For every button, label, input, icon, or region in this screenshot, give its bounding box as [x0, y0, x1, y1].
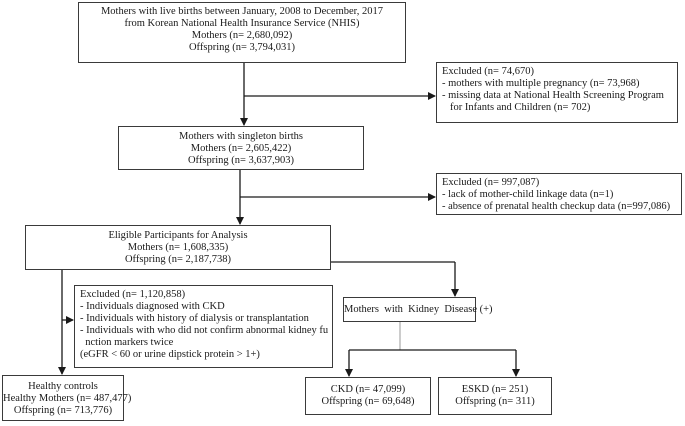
exclusion-3-line: (eGFR < 60 or urine dipstick protein > 1… [80, 349, 260, 360]
ckd-box: CKD (n= 47,099) Offspring (n= 69,648) [305, 377, 431, 415]
exclusion-2-line: - absence of prenatal health checkup dat… [442, 201, 671, 212]
ckd-line: Offspring (n= 69,648) [321, 396, 415, 407]
healthy-line: Healthy controls [28, 381, 98, 392]
eligible-box: Eligible Participants for Analysis Mothe… [25, 225, 331, 270]
nhis-line: Mothers (n= 2,680,092) [191, 30, 293, 41]
eskd-box: ESKD (n= 251) Offspring (n= 311) [438, 377, 552, 415]
singleton-line: Offspring (n= 3,637,903) [187, 155, 295, 166]
exclusion-2-line: - lack of mother-child linkage data (n=1… [442, 189, 614, 200]
singleton-line: Mothers (n= 2,605,422) [190, 143, 292, 154]
eskd-line: Offspring (n= 311) [455, 396, 535, 407]
nhis-line: Mothers with live births between January… [100, 6, 384, 17]
exclusion-1-line: - mothers with multiple pregnancy (n= 73… [442, 78, 640, 89]
healthy-line: Healthy Mothers (n= 487,477) [3, 393, 132, 404]
exclusion-3-line: Excluded (n= 1,120,858) [80, 289, 186, 300]
singleton-box: Mothers with singleton births Mothers (n… [118, 126, 364, 170]
singleton-line: Mothers with singleton births [179, 131, 303, 142]
healthy-controls-box: Healthy controls Healthy Mothers (n= 487… [2, 375, 132, 421]
healthy-line: Offspring (n= 713,776) [13, 405, 113, 416]
exclusion-3-line: - Individuals with history of dialysis o… [80, 313, 309, 324]
exclusion-2-line: Excluded (n= 997,087) [442, 177, 540, 188]
nhis-line: from Korean National Health Insurance Se… [124, 18, 360, 29]
exclusion-box-2: Excluded (n= 997,087) - lack of mother-c… [436, 173, 682, 215]
nhis-source-box: Mothers with live births between January… [78, 2, 406, 63]
nhis-line: Offspring (n= 3,794,031) [188, 42, 296, 53]
eskd-line: ESKD (n= 251) [461, 384, 529, 395]
exclusion-3-line: - Individuals with who did not confirm a… [80, 325, 329, 336]
eligible-line: Offspring (n= 2,187,738) [124, 254, 232, 265]
eligible-line: Mothers (n= 1,608,335) [127, 242, 229, 253]
kidney-disease-box: Mothers with Kidney Disease (+) [343, 297, 493, 322]
exclusion-1-line: for Infants and Children (n= 702) [450, 102, 591, 113]
exclusion-1-line: Excluded (n= 74,670) [442, 66, 534, 77]
ckd-line: CKD (n= 47,099) [330, 384, 406, 395]
exclusion-1-line: - missing data at National Health Screen… [442, 90, 664, 101]
exclusion-box-3: Excluded (n= 1,120,858) - Individuals di… [74, 285, 333, 368]
exclusion-box-1: Excluded (n= 74,670) - mothers with mult… [436, 62, 678, 123]
exclusion-3-line: nction markers twice [80, 337, 174, 348]
eligible-line: Eligible Participants for Analysis [108, 230, 248, 241]
exclusion-3-line: - Individuals diagnosed with CKD [80, 301, 225, 312]
kidney-disease-label: Mothers with Kidney Disease (+) [344, 304, 493, 315]
